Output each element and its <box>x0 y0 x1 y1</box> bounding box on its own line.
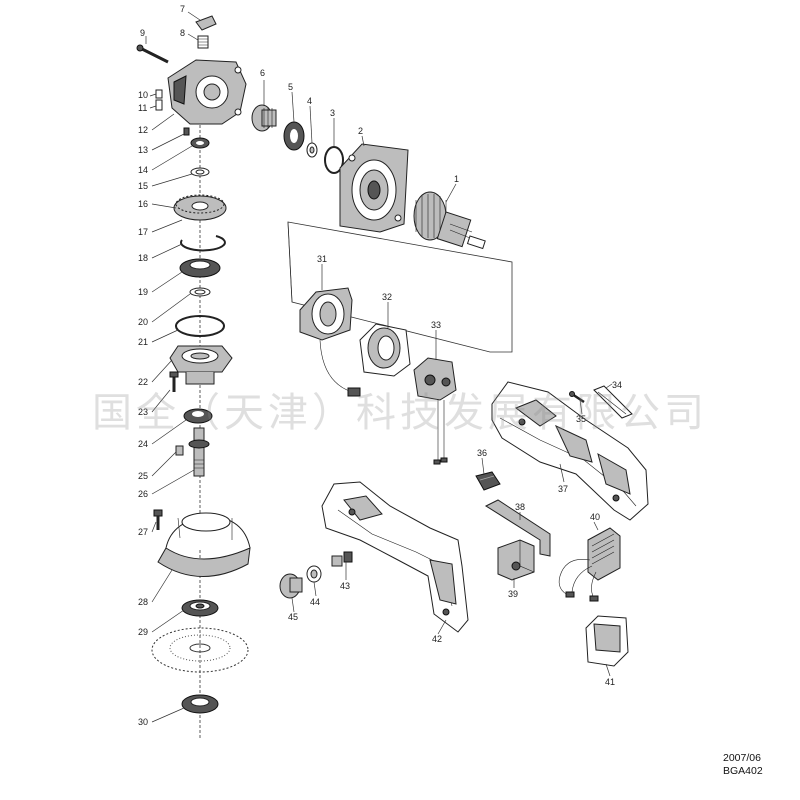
part-label-35: 35 <box>576 414 586 424</box>
part-2-bearing-retainer <box>339 143 409 233</box>
part-15-washer <box>190 167 210 177</box>
part-26-spindle <box>188 427 210 477</box>
part-34-label-plate <box>593 385 633 419</box>
part-label-33: 33 <box>431 320 441 330</box>
part-24-bearing <box>183 408 213 424</box>
part-13-pin <box>183 127 190 136</box>
part-label-7: 7 <box>180 4 185 14</box>
part-label-29: 29 <box>138 627 148 637</box>
part-8-spring <box>197 35 209 49</box>
part-label-30: 30 <box>138 717 148 727</box>
part-25-key <box>175 445 184 456</box>
part-label-45: 45 <box>288 612 298 622</box>
part-label-6: 6 <box>260 68 265 78</box>
part-23-screw <box>169 371 179 392</box>
part-label-34: 34 <box>612 380 622 390</box>
part-label-21: 21 <box>138 337 148 347</box>
part-36-switch-trigger <box>475 471 501 491</box>
part-4-washer <box>306 142 318 158</box>
part-7-lever <box>195 15 217 31</box>
part-label-26: 26 <box>138 489 148 499</box>
part-number-labels: 7 8 9 10 11 12 13 14 15 16 17 18 19 20 2… <box>138 4 622 727</box>
part-label-43: 43 <box>340 581 350 591</box>
part-label-15: 15 <box>138 181 148 191</box>
part-label-13: 13 <box>138 145 148 155</box>
part-6-pinion-gear <box>251 104 277 132</box>
part-9-bolt <box>136 44 169 64</box>
part-28-wheel-guard <box>157 512 251 577</box>
leader-lines <box>145 11 613 723</box>
footer-code: BGA402 <box>723 765 763 777</box>
part-label-22: 22 <box>138 377 148 387</box>
footer-date: 2007/06 <box>723 752 761 764</box>
part-label-5: 5 <box>288 82 293 92</box>
part-label-14: 14 <box>138 165 148 175</box>
part-label-39: 39 <box>508 589 518 599</box>
part-label-16: 16 <box>138 199 148 209</box>
part-label-17: 17 <box>138 227 148 237</box>
part-label-37: 37 <box>558 484 568 494</box>
part-label-44: 44 <box>310 597 320 607</box>
part-label-40: 40 <box>590 512 600 522</box>
part-32-field <box>359 323 411 377</box>
part-label-38: 38 <box>515 502 525 512</box>
part-label-36: 36 <box>477 448 487 458</box>
part-40-controller <box>558 527 621 602</box>
part-label-18: 18 <box>138 253 148 263</box>
part-29-inner-flange <box>181 599 219 617</box>
part-20-washer <box>189 287 211 297</box>
part-45-side-grip <box>279 573 303 599</box>
part-10-pin <box>155 89 163 99</box>
part-41-terminal-cover <box>585 615 629 667</box>
part-39-switch <box>497 539 535 581</box>
part-label-3: 3 <box>330 108 335 118</box>
part-label-11: 11 <box>138 103 147 113</box>
part-label-9: 9 <box>140 28 145 38</box>
grinding-wheel-outline <box>151 627 249 673</box>
part-38-switch-lever <box>484 499 551 557</box>
part-43-screw <box>331 551 353 567</box>
part-12-gear-housing <box>167 59 247 125</box>
part-5-bearing <box>283 121 305 151</box>
part-label-42: 42 <box>432 634 442 644</box>
part-19-bearing <box>179 258 221 278</box>
part-22-bearing-box <box>169 345 233 385</box>
part-label-4: 4 <box>307 96 312 106</box>
motor-kit-frame <box>287 221 513 353</box>
part-44-washer <box>306 565 322 583</box>
part-label-27: 27 <box>138 527 148 537</box>
part-label-23: 23 <box>138 407 148 417</box>
part-label-10: 10 <box>138 90 148 100</box>
part-label-20: 20 <box>138 317 148 327</box>
part-30-lock-nut <box>181 694 219 714</box>
part-31-stator <box>299 287 361 397</box>
part-label-19: 19 <box>138 287 148 297</box>
part-label-1: 1 <box>454 174 459 184</box>
part-21-o-ring <box>175 315 225 337</box>
part-label-31: 31 <box>317 254 327 264</box>
part-label-24: 24 <box>138 439 148 449</box>
part-label-41: 41 <box>605 677 615 687</box>
footer-block: 2007/06 BGA402 <box>723 752 763 778</box>
part-42-motor-housing-left <box>321 481 469 633</box>
part-label-25: 25 <box>138 471 148 481</box>
part-label-32: 32 <box>382 292 392 302</box>
part-33-brush-holder <box>413 357 457 465</box>
part-18-retaining-ring <box>179 235 226 252</box>
part-16-bevel-gear <box>173 194 227 221</box>
part-35-screw <box>569 391 585 404</box>
part-1-armature <box>413 191 486 250</box>
part-label-28: 28 <box>138 597 148 607</box>
part-37-motor-housing-right <box>491 381 649 521</box>
part-label-8: 8 <box>180 28 185 38</box>
part-label-12: 12 <box>138 125 148 135</box>
part-label-2: 2 <box>358 126 363 136</box>
part-14-bearing <box>190 137 210 149</box>
part-27-screw <box>153 509 163 530</box>
part-11-spring <box>155 99 163 111</box>
